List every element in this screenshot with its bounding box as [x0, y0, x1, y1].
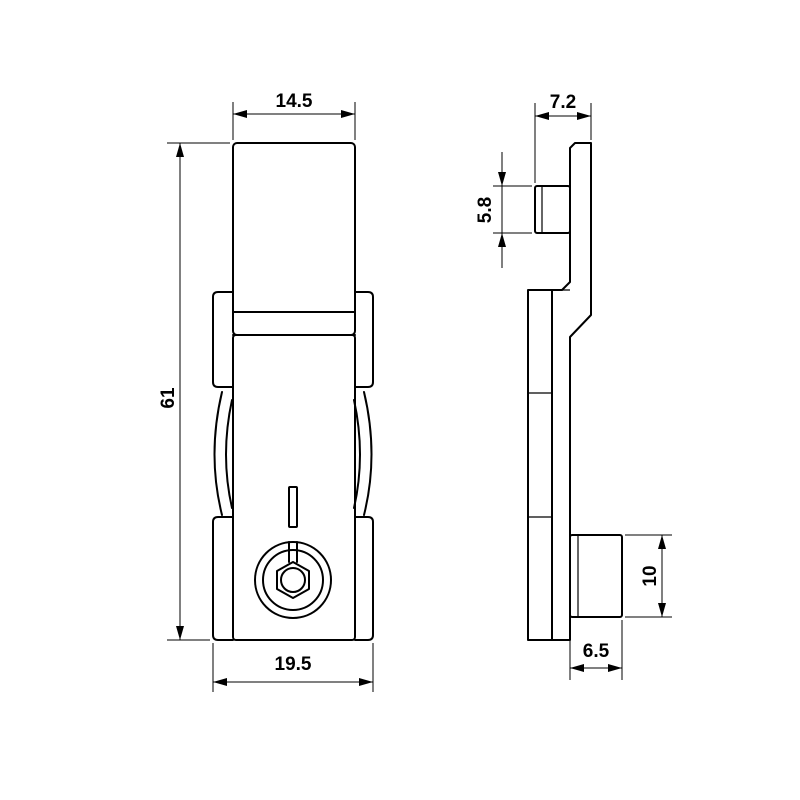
dim-lower-block-height: 10 [625, 534, 672, 618]
left-arm-inner [225, 399, 233, 509]
dim-overall-length: 61 [158, 142, 230, 641]
dim-top-width: 14.5 [232, 91, 356, 140]
dim-label-top-width: 14.5 [276, 91, 313, 112]
dim-side-offset: 7.2 [534, 92, 592, 183]
hex-key-socket [276, 561, 310, 599]
side-view [527, 142, 623, 641]
upper-hinge-right [354, 291, 374, 388]
slot-indicator [288, 486, 298, 528]
dim-label-lower-block-height: 10 [640, 565, 661, 586]
lock-cylinder [254, 541, 332, 619]
dim-bottom-width: 19.5 [212, 643, 374, 692]
dim-label-lower-block-width: 6.5 [583, 641, 610, 662]
side-plate [527, 142, 592, 641]
right-arm-outer [363, 391, 373, 516]
dim-label-overall-length: 61 [158, 387, 179, 409]
lower-stud [569, 534, 623, 618]
lower-hinge-left [212, 516, 234, 641]
lower-hinge-right [354, 516, 374, 641]
dim-label-side-offset: 7.2 [550, 92, 576, 113]
dim-label-upper-block-height: 5.8 [475, 197, 496, 223]
right-arm-inner [353, 399, 361, 509]
dim-label-bottom-width: 19.5 [275, 654, 312, 675]
dim-upper-block-height: 5.8 [475, 152, 532, 268]
dim-lower-block-width: 6.5 [569, 620, 623, 680]
front-view [212, 142, 374, 641]
upper-stud [534, 185, 571, 234]
left-arm-outer [213, 391, 223, 516]
upper-hinge-left [212, 291, 234, 388]
hasp-strap [232, 142, 356, 336]
